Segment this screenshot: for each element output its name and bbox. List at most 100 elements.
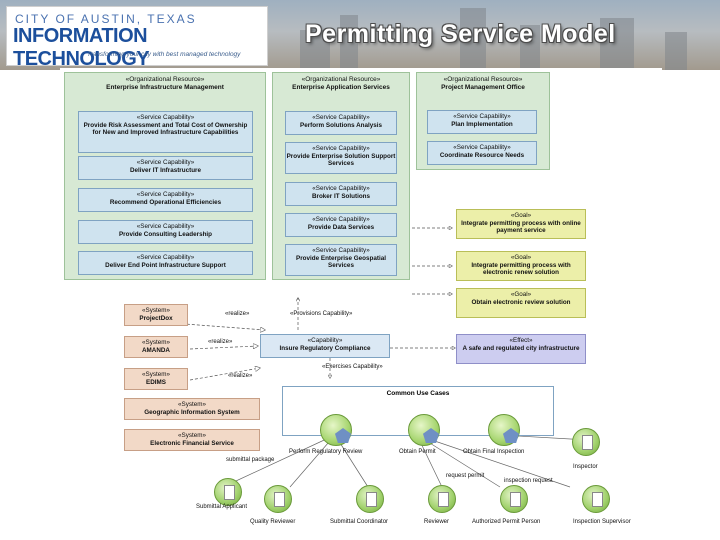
lane-header: «Organizational Resource» Project Manage… — [417, 76, 549, 92]
page-title: Permitting Service Model — [305, 20, 616, 48]
system-stereotype: «System» — [142, 307, 170, 314]
inspection-request-label: inspection request — [504, 478, 553, 484]
logo-department-line: INFORMATION TECHNOLOGY — [13, 25, 150, 70]
actor-icon[interactable] — [582, 485, 610, 513]
system-name: AMANDA — [142, 346, 170, 354]
actor-icon[interactable] — [264, 485, 292, 513]
goal-box[interactable]: «Goal» Integrate permitting process with… — [456, 209, 586, 239]
box-stereotype: «Service Capability» — [136, 159, 195, 166]
lane-stereotype: «Organizational Resource» — [301, 76, 381, 83]
logo-city-line: CITY OF AUSTIN, TEXAS — [15, 12, 197, 26]
exercises-capability-label: «Exercises Capability» — [322, 364, 383, 370]
lane-project-management-office: «Organizational Resource» Project Manage… — [416, 72, 550, 170]
service-capability-box[interactable]: «Service Capability» Provide Enterprise … — [285, 142, 397, 174]
use-case-pentagon-icon — [503, 428, 519, 443]
system-box-edims[interactable]: «System» EDIMS — [124, 368, 188, 390]
goal-name: Integrate permitting process with electr… — [471, 261, 571, 277]
box-name: Provide Data Services — [307, 223, 375, 231]
actor-icon[interactable] — [428, 485, 456, 513]
goal-box[interactable]: «Goal» Obtain electronic review solution — [456, 288, 586, 318]
skyline-building — [520, 25, 540, 70]
box-stereotype: «Service Capability» — [453, 113, 511, 120]
box-stereotype: «Service Capability» — [312, 247, 370, 254]
lane-stereotype: «Organizational Resource» — [125, 76, 205, 83]
service-capability-box[interactable]: «Service Capability» Recommend Operation… — [78, 188, 253, 212]
use-case-pentagon-icon — [423, 428, 439, 443]
logo-tagline: Transforming your city with best managed… — [87, 51, 241, 58]
capability-box[interactable]: «Capability» Insure Regulatory Complianc… — [260, 334, 390, 358]
submittal-package-label: submittal package — [226, 457, 275, 463]
system-stereotype: «System» — [178, 432, 206, 439]
service-capability-box[interactable]: «Service Capability» Perform Solutions A… — [285, 111, 397, 135]
realize-edge-3 — [189, 368, 260, 381]
actor-label-inspection-supervisor: Inspection Supervisor — [573, 519, 631, 525]
use-case-pentagon-icon — [335, 428, 351, 443]
capability-stereotype: «Capability» — [307, 337, 343, 344]
box-stereotype: «Service Capability» — [136, 114, 195, 121]
box-stereotype: «Service Capability» — [136, 191, 195, 198]
realize-label: «realize» — [208, 339, 233, 345]
service-capability-box[interactable]: «Service Capability» Provide Data Servic… — [285, 213, 397, 237]
skyline-building — [340, 15, 358, 70]
service-capability-box[interactable]: «Service Capability» Provide Consulting … — [78, 220, 253, 244]
lane-header: «Organizational Resource» Enterprise App… — [273, 76, 409, 92]
box-stereotype: «Service Capability» — [136, 254, 195, 261]
box-stereotype: «Service Capability» — [312, 114, 370, 121]
skyline-building — [460, 8, 486, 70]
box-stereotype: «Service Capability» — [453, 144, 511, 151]
actor-label-submittal-coordinator: Submittal Coordinator — [330, 519, 389, 525]
system-name: Geographic Information System — [144, 408, 240, 416]
box-stereotype: «Service Capability» — [312, 145, 370, 152]
system-stereotype: «System» — [178, 401, 206, 408]
lane-stereotype: «Organizational Resource» — [443, 76, 523, 83]
goal-name: Integrate permitting process with online… — [461, 219, 581, 235]
actor-label-authorized-permit-person: Authorized Permit Person — [472, 519, 541, 525]
box-name: Broker IT Solutions — [311, 192, 371, 200]
goal-stereotype: «Goal» — [510, 291, 532, 298]
city-logo: CITY OF AUSTIN, TEXAS INFORMATION TECHNO… — [6, 6, 268, 70]
actor-icon[interactable] — [500, 485, 528, 513]
box-name: Deliver IT Infrastructure — [129, 166, 202, 174]
system-box-electronic-financial-service[interactable]: «System» Electronic Financial Service — [124, 429, 260, 451]
box-name: Provide Risk Assessment and Total Cost o… — [83, 121, 248, 137]
lane-header: «Organizational Resource» Enterprise Inf… — [65, 76, 265, 92]
service-capability-box[interactable]: «Service Capability» Provide Risk Assess… — [78, 111, 253, 153]
service-capability-box[interactable]: «Service Capability» Broker IT Solutions — [285, 182, 397, 206]
skyline-building — [665, 32, 687, 70]
actor-icon[interactable] — [356, 485, 384, 513]
system-name: ProjectDox — [139, 314, 173, 322]
service-capability-box[interactable]: «Service Capability» Deliver IT Infrastr… — [78, 156, 253, 180]
capability-name: Insure Regulatory Compliance — [279, 344, 371, 352]
goal-box[interactable]: «Goal» Integrate permitting process with… — [456, 251, 586, 281]
lane-enterprise-application-services: «Organizational Resource» Enterprise App… — [272, 72, 410, 280]
effect-stereotype: «Effect» — [509, 337, 533, 344]
system-box-projectdox[interactable]: «System» ProjectDox — [124, 304, 188, 326]
system-box-gis[interactable]: «System» Geographic Information System — [124, 398, 260, 420]
box-name: Coordinate Resource Needs — [439, 151, 525, 159]
effect-box[interactable]: «Effect» A safe and regulated city infra… — [456, 334, 586, 364]
box-name: Deliver End Point Infrastructure Support — [105, 261, 226, 269]
use-case-boundary-title: Common Use Cases — [386, 390, 450, 397]
use-case-label: Perform Regulatory Review — [289, 449, 363, 455]
system-box-amanda[interactable]: «System» AMANDA — [124, 336, 188, 358]
lane-name: Enterprise Infrastructure Management — [106, 84, 224, 91]
box-name: Recommend Operational Efficiencies — [109, 198, 222, 206]
box-name: Plan Implementation — [451, 120, 513, 128]
box-name: Provide Consulting Leadership — [118, 230, 213, 238]
actor-label-submittal-applicant: Submittal Applicant — [196, 504, 248, 510]
request-permit-label: request permit — [446, 473, 485, 479]
actor-icon[interactable] — [214, 478, 242, 506]
box-stereotype: «Service Capability» — [136, 223, 195, 230]
provisions-capability-label: «Provisions Capability» — [290, 311, 353, 317]
service-capability-box[interactable]: «Service Capability» Provide Enterprise … — [285, 244, 397, 276]
service-capability-box[interactable]: «Service Capability» Coordinate Resource… — [427, 141, 537, 165]
use-case-label: Obtain Permit — [399, 449, 436, 455]
service-capability-box[interactable]: «Service Capability» Deliver End Point I… — [78, 251, 253, 275]
header-banner: CITY OF AUSTIN, TEXAS INFORMATION TECHNO… — [0, 0, 720, 70]
actor-icon[interactable] — [572, 428, 600, 456]
service-capability-box[interactable]: «Service Capability» Plan Implementation — [427, 110, 537, 134]
box-stereotype: «Service Capability» — [312, 185, 370, 192]
realize-label: «realize» — [225, 311, 250, 317]
system-stereotype: «System» — [142, 371, 170, 378]
lane-enterprise-infrastructure-management: «Organizational Resource» Enterprise Inf… — [64, 72, 266, 280]
